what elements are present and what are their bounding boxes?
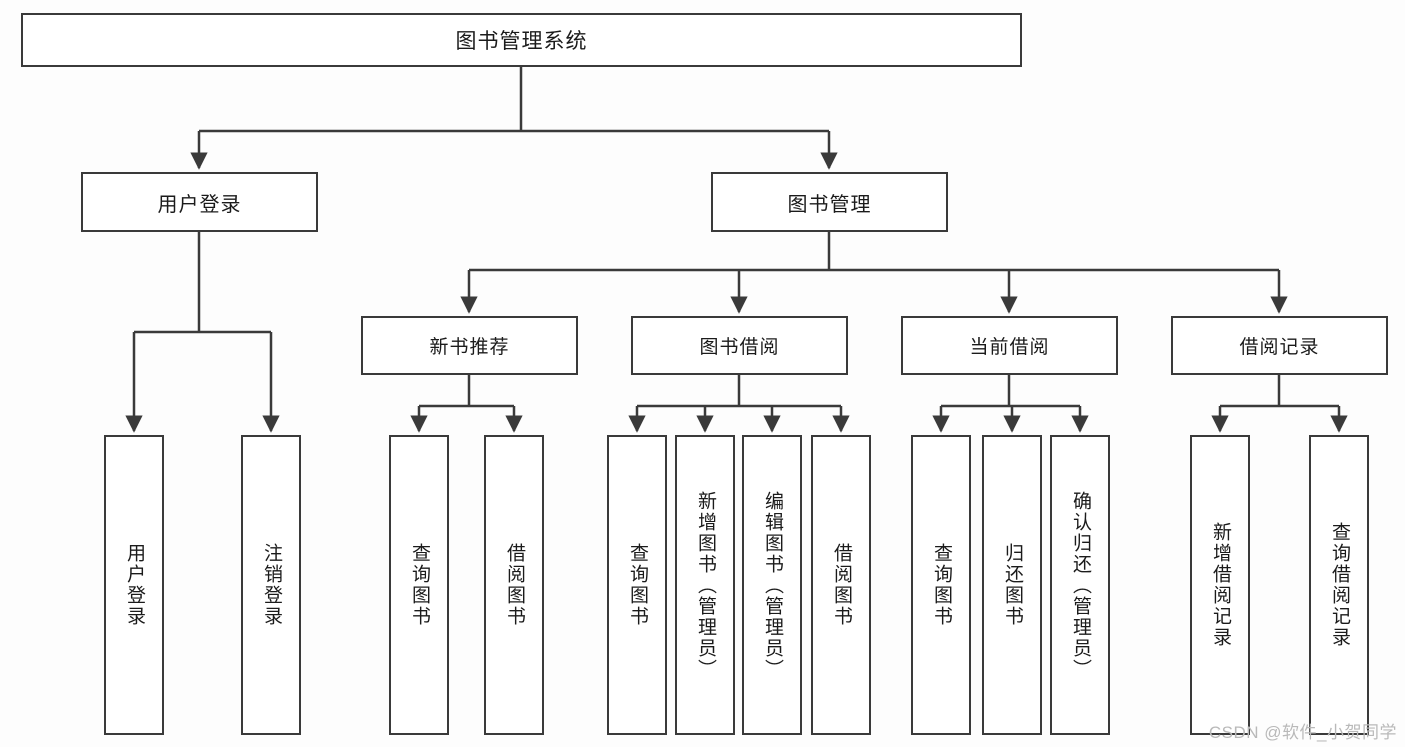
node-leaf-edit-book[interactable]: 编辑图书（管理员） xyxy=(742,435,802,735)
node-current-borrow[interactable]: 当前借阅 xyxy=(901,316,1118,375)
node-user-login-label: 用户登录 xyxy=(157,193,242,216)
node-leaf-add-book[interactable]: 新增图书（管理员） xyxy=(675,435,735,735)
node-leaf-borrow-book-1[interactable]: 借阅图书 xyxy=(484,435,544,735)
node-leaf-user-logout[interactable]: 注销登录 xyxy=(241,435,301,735)
node-leaf-user-login-label: 用户登录 xyxy=(123,543,145,627)
node-leaf-edit-book-label: 编辑图书（管理员） xyxy=(761,490,783,680)
node-new-book-recommend-label: 新书推荐 xyxy=(429,337,510,358)
node-root-title-label: 图书管理系统 xyxy=(455,30,588,53)
node-book-manage-label: 图书管理 xyxy=(787,193,872,216)
node-leaf-query-book-3[interactable]: 查询图书 xyxy=(911,435,971,735)
node-leaf-query-record[interactable]: 查询借阅记录 xyxy=(1309,435,1369,735)
node-current-borrow-label: 当前借阅 xyxy=(969,337,1050,358)
node-leaf-confirm-return[interactable]: 确认归还（管理员） xyxy=(1050,435,1110,735)
node-user-login[interactable]: 用户登录 xyxy=(81,172,318,232)
node-leaf-add-record-label: 新增借阅记录 xyxy=(1209,522,1231,648)
node-leaf-confirm-return-label: 确认归还（管理员） xyxy=(1069,490,1091,680)
node-leaf-query-book-2-label: 查询图书 xyxy=(626,543,648,627)
node-leaf-query-book-1[interactable]: 查询图书 xyxy=(389,435,449,735)
node-new-book-recommend[interactable]: 新书推荐 xyxy=(361,316,578,375)
node-leaf-query-book-3-label: 查询图书 xyxy=(930,543,952,627)
node-leaf-return-book[interactable]: 归还图书 xyxy=(982,435,1042,735)
node-leaf-add-book-label: 新增图书（管理员） xyxy=(694,490,716,680)
node-leaf-user-logout-label: 注销登录 xyxy=(260,543,282,627)
node-leaf-borrow-book-2-label: 借阅图书 xyxy=(830,543,852,627)
node-leaf-borrow-book-2[interactable]: 借阅图书 xyxy=(811,435,871,735)
node-root-title[interactable]: 图书管理系统 xyxy=(21,13,1022,67)
node-borrow-record[interactable]: 借阅记录 xyxy=(1171,316,1388,375)
node-leaf-query-record-label: 查询借阅记录 xyxy=(1328,522,1350,648)
node-leaf-add-record[interactable]: 新增借阅记录 xyxy=(1190,435,1250,735)
watermark-label: CSDN @软件_小贺同学 xyxy=(1208,723,1397,742)
node-leaf-return-book-label: 归还图书 xyxy=(1001,543,1023,627)
node-leaf-user-login[interactable]: 用户登录 xyxy=(104,435,164,735)
node-leaf-query-book-1-label: 查询图书 xyxy=(408,543,430,627)
node-book-borrow[interactable]: 图书借阅 xyxy=(631,316,848,375)
node-leaf-borrow-book-1-label: 借阅图书 xyxy=(503,543,525,627)
node-book-manage[interactable]: 图书管理 xyxy=(711,172,948,232)
node-leaf-query-book-2[interactable]: 查询图书 xyxy=(607,435,667,735)
node-borrow-record-label: 借阅记录 xyxy=(1239,337,1320,358)
node-book-borrow-label: 图书借阅 xyxy=(699,337,780,358)
